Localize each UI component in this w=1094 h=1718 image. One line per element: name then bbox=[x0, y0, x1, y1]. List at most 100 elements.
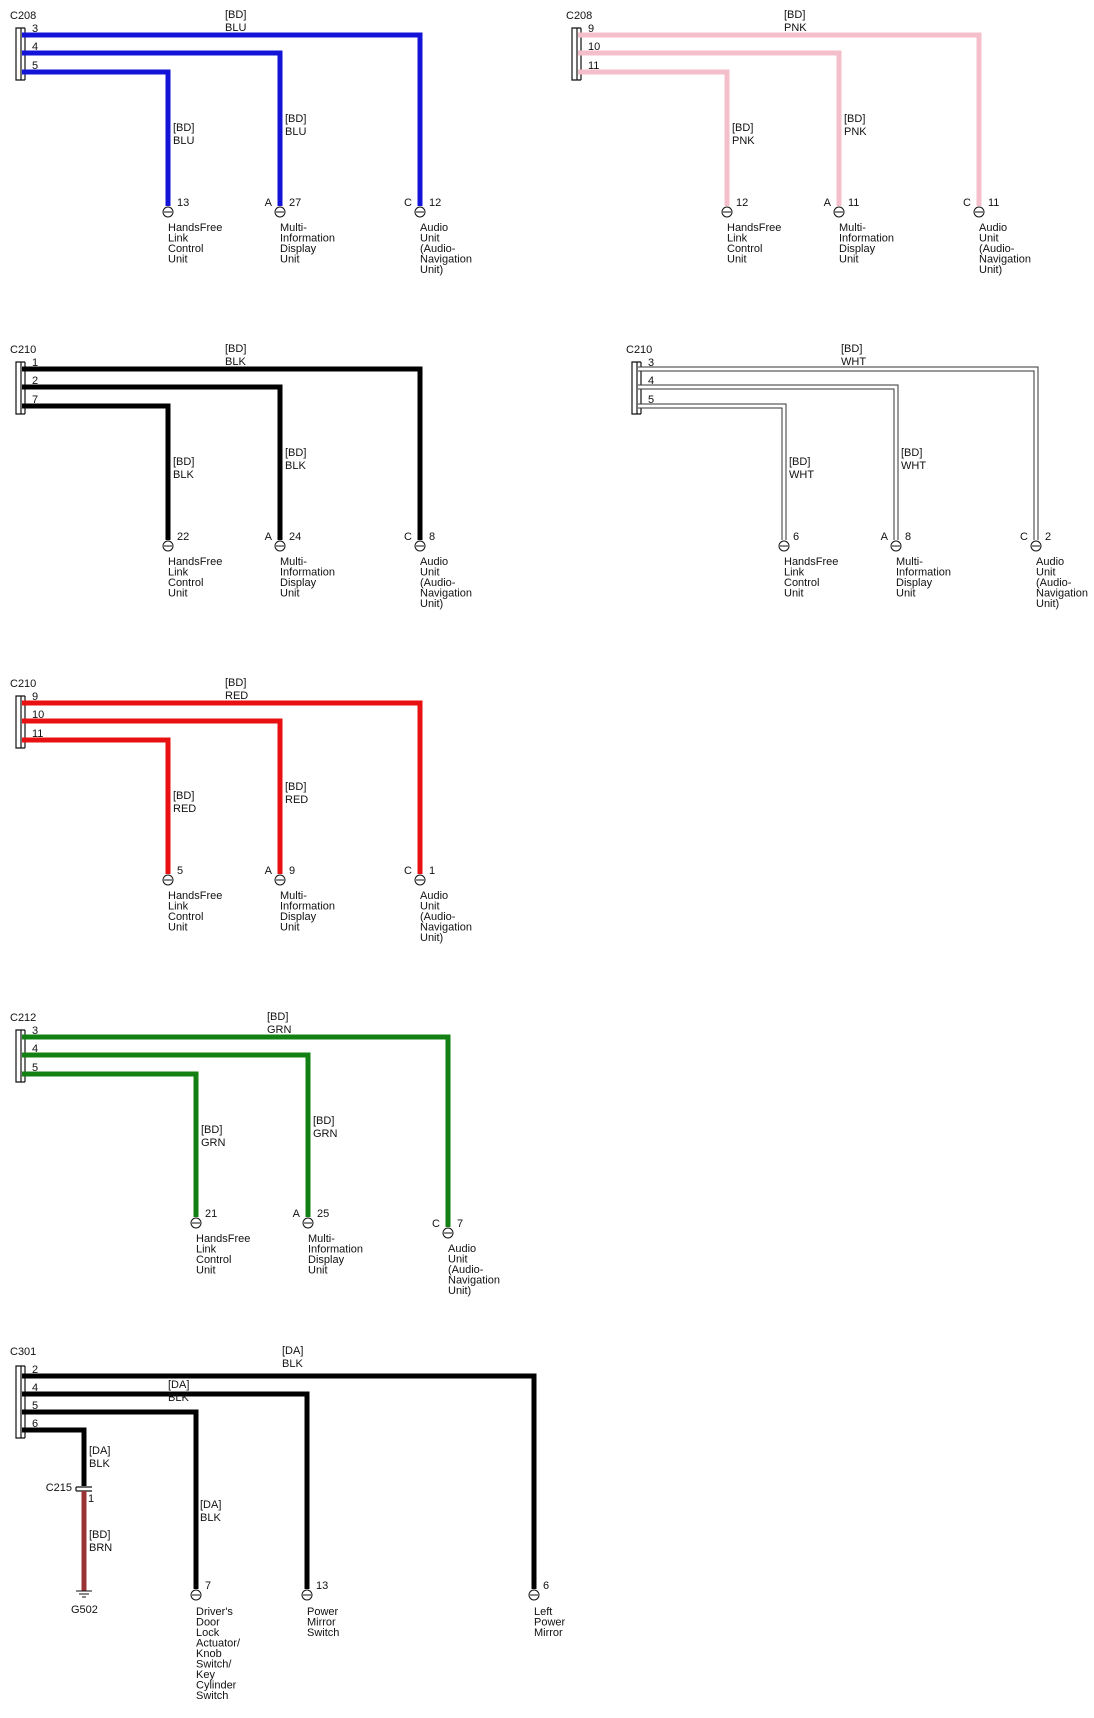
wire-red bbox=[22, 718, 283, 874]
wire-color-label: BLU bbox=[225, 22, 246, 34]
terminal-prefix: A bbox=[881, 531, 889, 543]
component-label: Information bbox=[280, 901, 335, 913]
component-label: Audio bbox=[448, 1243, 476, 1255]
branch-color-label: BLK bbox=[200, 1512, 221, 1524]
component-label: Unit) bbox=[979, 264, 1002, 276]
component-label: Information bbox=[280, 233, 335, 245]
diagram-4: C210345[BD]WHT[BD]WHT6HandsFreeLinkContr… bbox=[626, 343, 1088, 610]
wire-pnk bbox=[578, 50, 842, 206]
terminal-prefix: A bbox=[824, 197, 832, 209]
component-label: Unit bbox=[896, 588, 916, 600]
connector-pin: 6 bbox=[32, 1418, 38, 1430]
wire-color-label: BLK bbox=[168, 1392, 189, 1404]
connector-pin: 11 bbox=[588, 60, 599, 72]
connector-pin: 3 bbox=[32, 23, 38, 35]
component-label: Unit) bbox=[1036, 598, 1059, 610]
component-label: Switch/ bbox=[196, 1659, 232, 1671]
terminal-pin: 27 bbox=[289, 197, 301, 209]
component-label: Display bbox=[308, 1254, 345, 1266]
connector-pin: 9 bbox=[588, 23, 594, 35]
terminal-prefix: C bbox=[1020, 531, 1028, 543]
component-label: (Audio- bbox=[448, 1264, 484, 1276]
branch-color-label: BLU bbox=[285, 126, 306, 138]
component-label: Unit bbox=[280, 922, 300, 934]
terminal-pin: 2 bbox=[1045, 531, 1051, 543]
component-label: HandsFree bbox=[168, 890, 222, 902]
wire-pnk bbox=[578, 32, 982, 206]
component-label: Control bbox=[168, 243, 203, 255]
diagram-5: C21091011[BD]RED[BD]RED5HandsFreeLinkCon… bbox=[10, 677, 472, 944]
wire-blu bbox=[22, 32, 423, 206]
component-label: Audio bbox=[1036, 556, 1064, 568]
component-label: Unit bbox=[727, 254, 747, 266]
connector-pin: 2 bbox=[32, 375, 38, 387]
branch-color-label: BLK bbox=[285, 460, 306, 472]
terminal-pin: 12 bbox=[736, 197, 748, 209]
component-label: Unit bbox=[168, 588, 188, 600]
wire-blk bbox=[22, 384, 283, 540]
component-label: Actuator/ bbox=[196, 1638, 241, 1650]
component-label: Unit) bbox=[420, 264, 443, 276]
component-label: Information bbox=[839, 233, 894, 245]
component-label: (Audio- bbox=[1036, 577, 1072, 589]
component-label: Information bbox=[896, 567, 951, 579]
terminal-pin: 13 bbox=[177, 197, 189, 209]
terminal-prefix: C bbox=[404, 197, 412, 209]
terminal-pin: 7 bbox=[457, 1218, 463, 1230]
splice-label: C215 bbox=[46, 1482, 72, 1494]
wire-color-label: BLK bbox=[225, 356, 246, 368]
ground-label: G502 bbox=[71, 1604, 98, 1616]
wire-blu bbox=[22, 50, 283, 206]
diagram-ground: C3012456[DA]BLK[DA]BLK[DA]BLK[DA]BLKC215… bbox=[10, 1345, 566, 1702]
component-label: Display bbox=[280, 243, 317, 255]
splice-pin: 1 bbox=[88, 1493, 94, 1505]
harness-label: [BD] bbox=[225, 9, 246, 21]
terminal-prefix: C bbox=[963, 197, 971, 209]
component-label: Multi- bbox=[839, 222, 866, 234]
terminal-pin: 6 bbox=[793, 531, 799, 543]
wire-grn bbox=[22, 1034, 451, 1227]
component-label: Display bbox=[280, 911, 317, 923]
branch-harness-label: [BD] bbox=[89, 1529, 110, 1541]
component-label: Unit bbox=[168, 254, 188, 266]
component-label: HandsFree bbox=[727, 222, 781, 234]
wire-red bbox=[22, 737, 171, 874]
connector-pin: 5 bbox=[32, 1400, 38, 1412]
wire-wht-outline bbox=[638, 384, 899, 540]
connector-pin: 11 bbox=[32, 728, 43, 740]
component-label: Driver's bbox=[196, 1606, 233, 1618]
component-label: HandsFree bbox=[196, 1233, 250, 1245]
wire-blk bbox=[22, 403, 171, 540]
harness-label: [DA] bbox=[282, 1345, 303, 1357]
wire-grn bbox=[22, 1071, 199, 1217]
component-label: Audio bbox=[979, 222, 1007, 234]
component-label: Link bbox=[168, 233, 189, 245]
connector-label: C210 bbox=[10, 344, 36, 356]
branch-color-label: WHT bbox=[901, 460, 926, 472]
terminal-pin: 11 bbox=[988, 197, 999, 209]
component-label: Unit bbox=[784, 588, 804, 600]
component-label: Link bbox=[168, 567, 189, 579]
wire-color-label: PNK bbox=[784, 22, 807, 34]
component-label: Control bbox=[168, 577, 203, 589]
component-label: Unit bbox=[196, 1265, 216, 1277]
connector-label: C212 bbox=[10, 1012, 36, 1024]
wire-wht-outline bbox=[638, 366, 1039, 540]
connector-pin: 4 bbox=[32, 1382, 38, 1394]
wire-color-label: BLK bbox=[282, 1358, 303, 1370]
component-label: Key bbox=[196, 1669, 215, 1681]
terminal-prefix: C bbox=[432, 1218, 440, 1230]
branch-color-label: WHT bbox=[789, 469, 814, 481]
terminal-pin: 5 bbox=[177, 865, 183, 877]
component-label: Link bbox=[168, 901, 189, 913]
wire-grn bbox=[22, 1052, 311, 1217]
branch-color-label: RED bbox=[173, 803, 196, 815]
connector-pin: 4 bbox=[648, 375, 654, 387]
wire-blu bbox=[22, 69, 171, 206]
component-label: Display bbox=[896, 577, 933, 589]
component-label: Navigation bbox=[1036, 588, 1088, 600]
wire-blk bbox=[22, 1427, 87, 1486]
component-label: Unit bbox=[979, 233, 999, 245]
terminal-pin: 7 bbox=[205, 1580, 211, 1592]
diagram-6: C212345[BD]GRN[BD]GRN21HandsFreeLinkCont… bbox=[10, 1011, 500, 1297]
